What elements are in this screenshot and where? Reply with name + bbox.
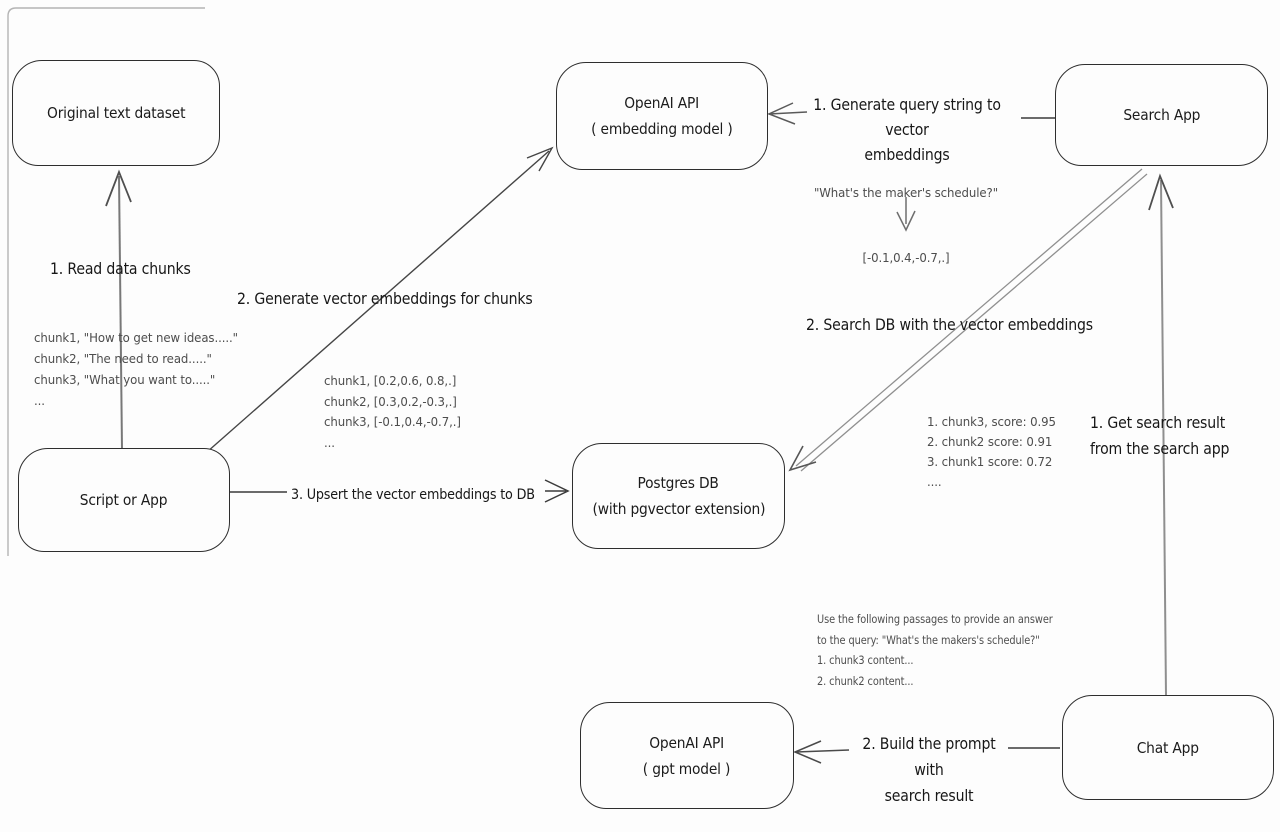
annotation-line: chunk1, "How to get new ideas....." bbox=[34, 330, 238, 345]
node-subtitle: (with pgvector extension) bbox=[592, 500, 765, 518]
step-build-prompt: 2. Build the prompt with search result bbox=[851, 731, 1008, 809]
annotation-line: chunk2, [0.3,0.2,-0.3,.] bbox=[324, 393, 457, 409]
annotation-line: ... bbox=[34, 393, 45, 408]
node-chat-app: Chat App bbox=[1062, 695, 1274, 800]
step-upsert-to-db: 3. Upsert the vector embeddings to DB bbox=[291, 487, 535, 503]
annotation-line: 3. chunk1 score: 0.72 bbox=[927, 454, 1053, 469]
arrow-search-db bbox=[788, 168, 1148, 472]
step-line: from the search app bbox=[1090, 439, 1230, 458]
step-line: 1. Get search result bbox=[1090, 413, 1226, 432]
step-query-to-vector: 1. Generate query string to vector embed… bbox=[797, 92, 1017, 167]
node-openai-gpt: OpenAI API ( gpt model ) bbox=[580, 702, 794, 809]
annotation-line: chunk3, [-0.1,0.4,-0.7,.] bbox=[324, 414, 461, 429]
annotation-line: 2. chunk2 score: 0.91 bbox=[927, 434, 1053, 449]
node-title: OpenAI API bbox=[649, 733, 725, 752]
node-title: OpenAI API bbox=[624, 94, 700, 112]
annotation-chunk-list: chunk1, "How to get new ideas....." chun… bbox=[34, 327, 238, 411]
node-subtitle: ( embedding model ) bbox=[591, 120, 733, 138]
arrow-build-prompt bbox=[793, 740, 1060, 764]
step-line: embeddings bbox=[864, 145, 950, 164]
step-line: search result bbox=[884, 786, 974, 805]
annotation-line: 1. chunk3 content... bbox=[817, 653, 914, 667]
arrow-query-to-vector-small bbox=[896, 197, 916, 232]
annotation-score-list: 1. chunk3, score: 0.95 2. chunk2 score: … bbox=[927, 412, 1056, 492]
node-title: Script or App bbox=[80, 491, 168, 509]
annotation-line: 1. chunk3, score: 0.95 bbox=[927, 414, 1056, 429]
step-read-data-chunks: 1. Read data chunks bbox=[50, 259, 191, 278]
annotation-prompt-text: Use the following passages to provide an… bbox=[817, 609, 1053, 691]
step-get-search-result: 1. Get search result from the search app bbox=[1090, 410, 1229, 462]
arrow-read-data-chunks bbox=[105, 169, 132, 451]
annotation-line: chunk1, [0.2,0.6, 0.8,.] bbox=[324, 373, 457, 388]
frame-edge-stroke bbox=[7, 7, 205, 556]
annotation-line: Use the following passages to provide an… bbox=[817, 612, 1053, 626]
annotation-line: 2. chunk2 content... bbox=[817, 673, 914, 688]
arrow-generate-embeddings bbox=[206, 146, 554, 453]
arrow-query-string bbox=[767, 102, 1056, 125]
node-subtitle: ( gpt model ) bbox=[643, 759, 731, 778]
arrow-upsert-to-db bbox=[230, 479, 570, 503]
node-script-or-app: Script or App bbox=[18, 448, 230, 552]
annotation-line: chunk3, "What you want to....." bbox=[34, 372, 216, 387]
annotation-line: .... bbox=[927, 474, 942, 489]
annotation-line: chunk2, "The need to read....." bbox=[34, 351, 212, 366]
node-openai-embedding: OpenAI API ( embedding model ) bbox=[556, 62, 768, 170]
step-line: 1. Generate query string to vector bbox=[813, 95, 1001, 139]
arrow-get-search-result bbox=[1148, 173, 1174, 697]
step-search-db: 2. Search DB with the vector embeddings bbox=[806, 315, 1093, 334]
annotation-query-vector: [-0.1,0.4,-0.7,.] bbox=[862, 250, 950, 265]
node-title: Postgres DB bbox=[637, 474, 720, 492]
node-postgres-db: Postgres DB (with pgvector extension) bbox=[572, 443, 785, 549]
node-title: Original text dataset bbox=[46, 104, 186, 122]
annotation-line: to the query: "What's the makers's sched… bbox=[817, 632, 1040, 647]
node-search-app: Search App bbox=[1055, 64, 1268, 166]
annotation-vector-list: chunk1, [0.2,0.6, 0.8,.] chunk2, [0.3,0.… bbox=[324, 371, 461, 453]
annotation-line: ... bbox=[324, 434, 335, 450]
node-title: Search App bbox=[1123, 106, 1200, 124]
node-original-text-dataset: Original text dataset bbox=[12, 60, 220, 166]
step-line: 2. Build the prompt with bbox=[862, 734, 996, 779]
annotation-query-string: "What's the maker's schedule?" bbox=[813, 185, 999, 200]
step-generate-embeddings: 2. Generate vector embeddings for chunks bbox=[237, 289, 533, 308]
node-title: Chat App bbox=[1136, 738, 1200, 757]
